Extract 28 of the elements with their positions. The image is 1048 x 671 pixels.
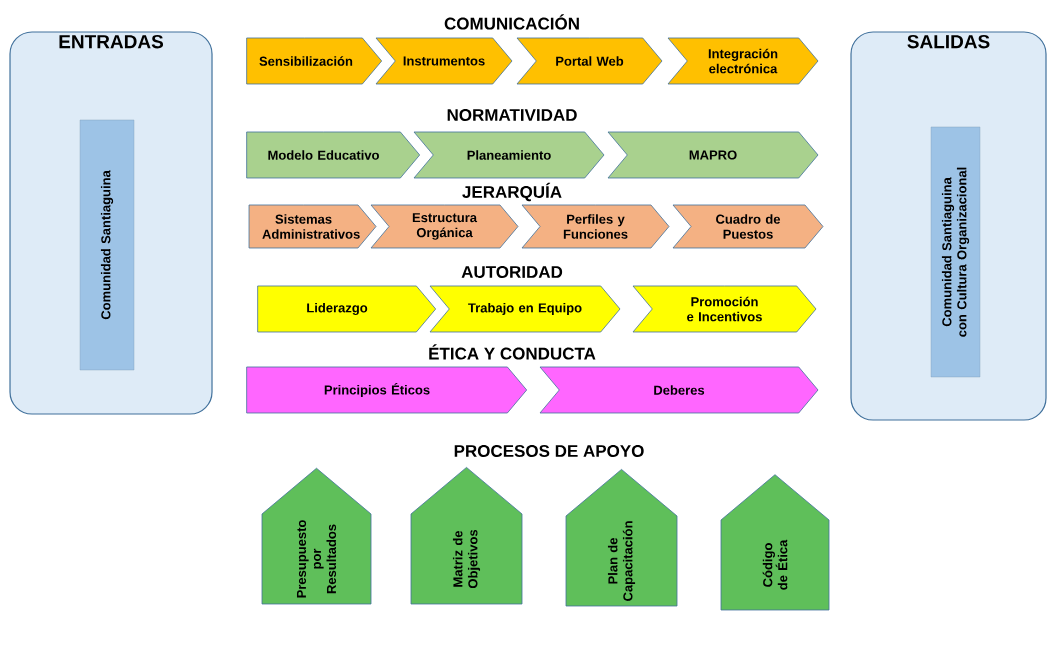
section-heading: JERARQUÍA — [462, 182, 562, 202]
process-step: Cuadro de Puestos — [672, 204, 824, 249]
process-step: Sistemas Administrativos — [248, 204, 377, 249]
process-step: MAPRO — [607, 131, 819, 179]
process-step: Principios Éticos — [246, 366, 528, 414]
support-process-box: Presupuesto por Resultados — [261, 467, 372, 605]
support-process-box: Plan de Capacitación — [565, 469, 678, 607]
process-step: Liderazgo — [257, 285, 437, 333]
vertical-bar: Comunidad Santiaguina — [79, 119, 135, 371]
support-process-box: Código de Ética — [720, 474, 830, 611]
process-step: Deberes — [539, 366, 819, 414]
vertical-bar: Comunidad Santiaguina con Cultura Organizacional — [930, 126, 981, 378]
process-step: Trabajo en Equipo — [429, 285, 621, 333]
process-step: Perfiles y Funciones — [521, 204, 670, 249]
process-step: Promoción e Incentivos — [632, 285, 817, 333]
section-heading: AUTORIDAD — [461, 266, 563, 278]
process-step: Integración electrónica — [667, 37, 819, 85]
process-step: Sensibilización — [246, 37, 383, 85]
process-step: Portal Web — [516, 37, 663, 85]
process-step: Modelo Educativo — [246, 131, 421, 179]
process-step: Instrumentos — [375, 37, 513, 85]
section-heading: COMUNICACIÓN — [444, 14, 579, 30]
section-heading: ÉTICA Y CONDUCTA — [429, 344, 596, 360]
process-step: Planeamiento — [413, 131, 605, 179]
section-heading: PROCESOS DE APOYO — [454, 444, 644, 457]
support-process-box: Matriz de Objetivos — [410, 467, 523, 605]
section-heading: NORMATIVIDAD — [447, 109, 577, 121]
process-step: Estructura Orgánica — [370, 204, 519, 249]
